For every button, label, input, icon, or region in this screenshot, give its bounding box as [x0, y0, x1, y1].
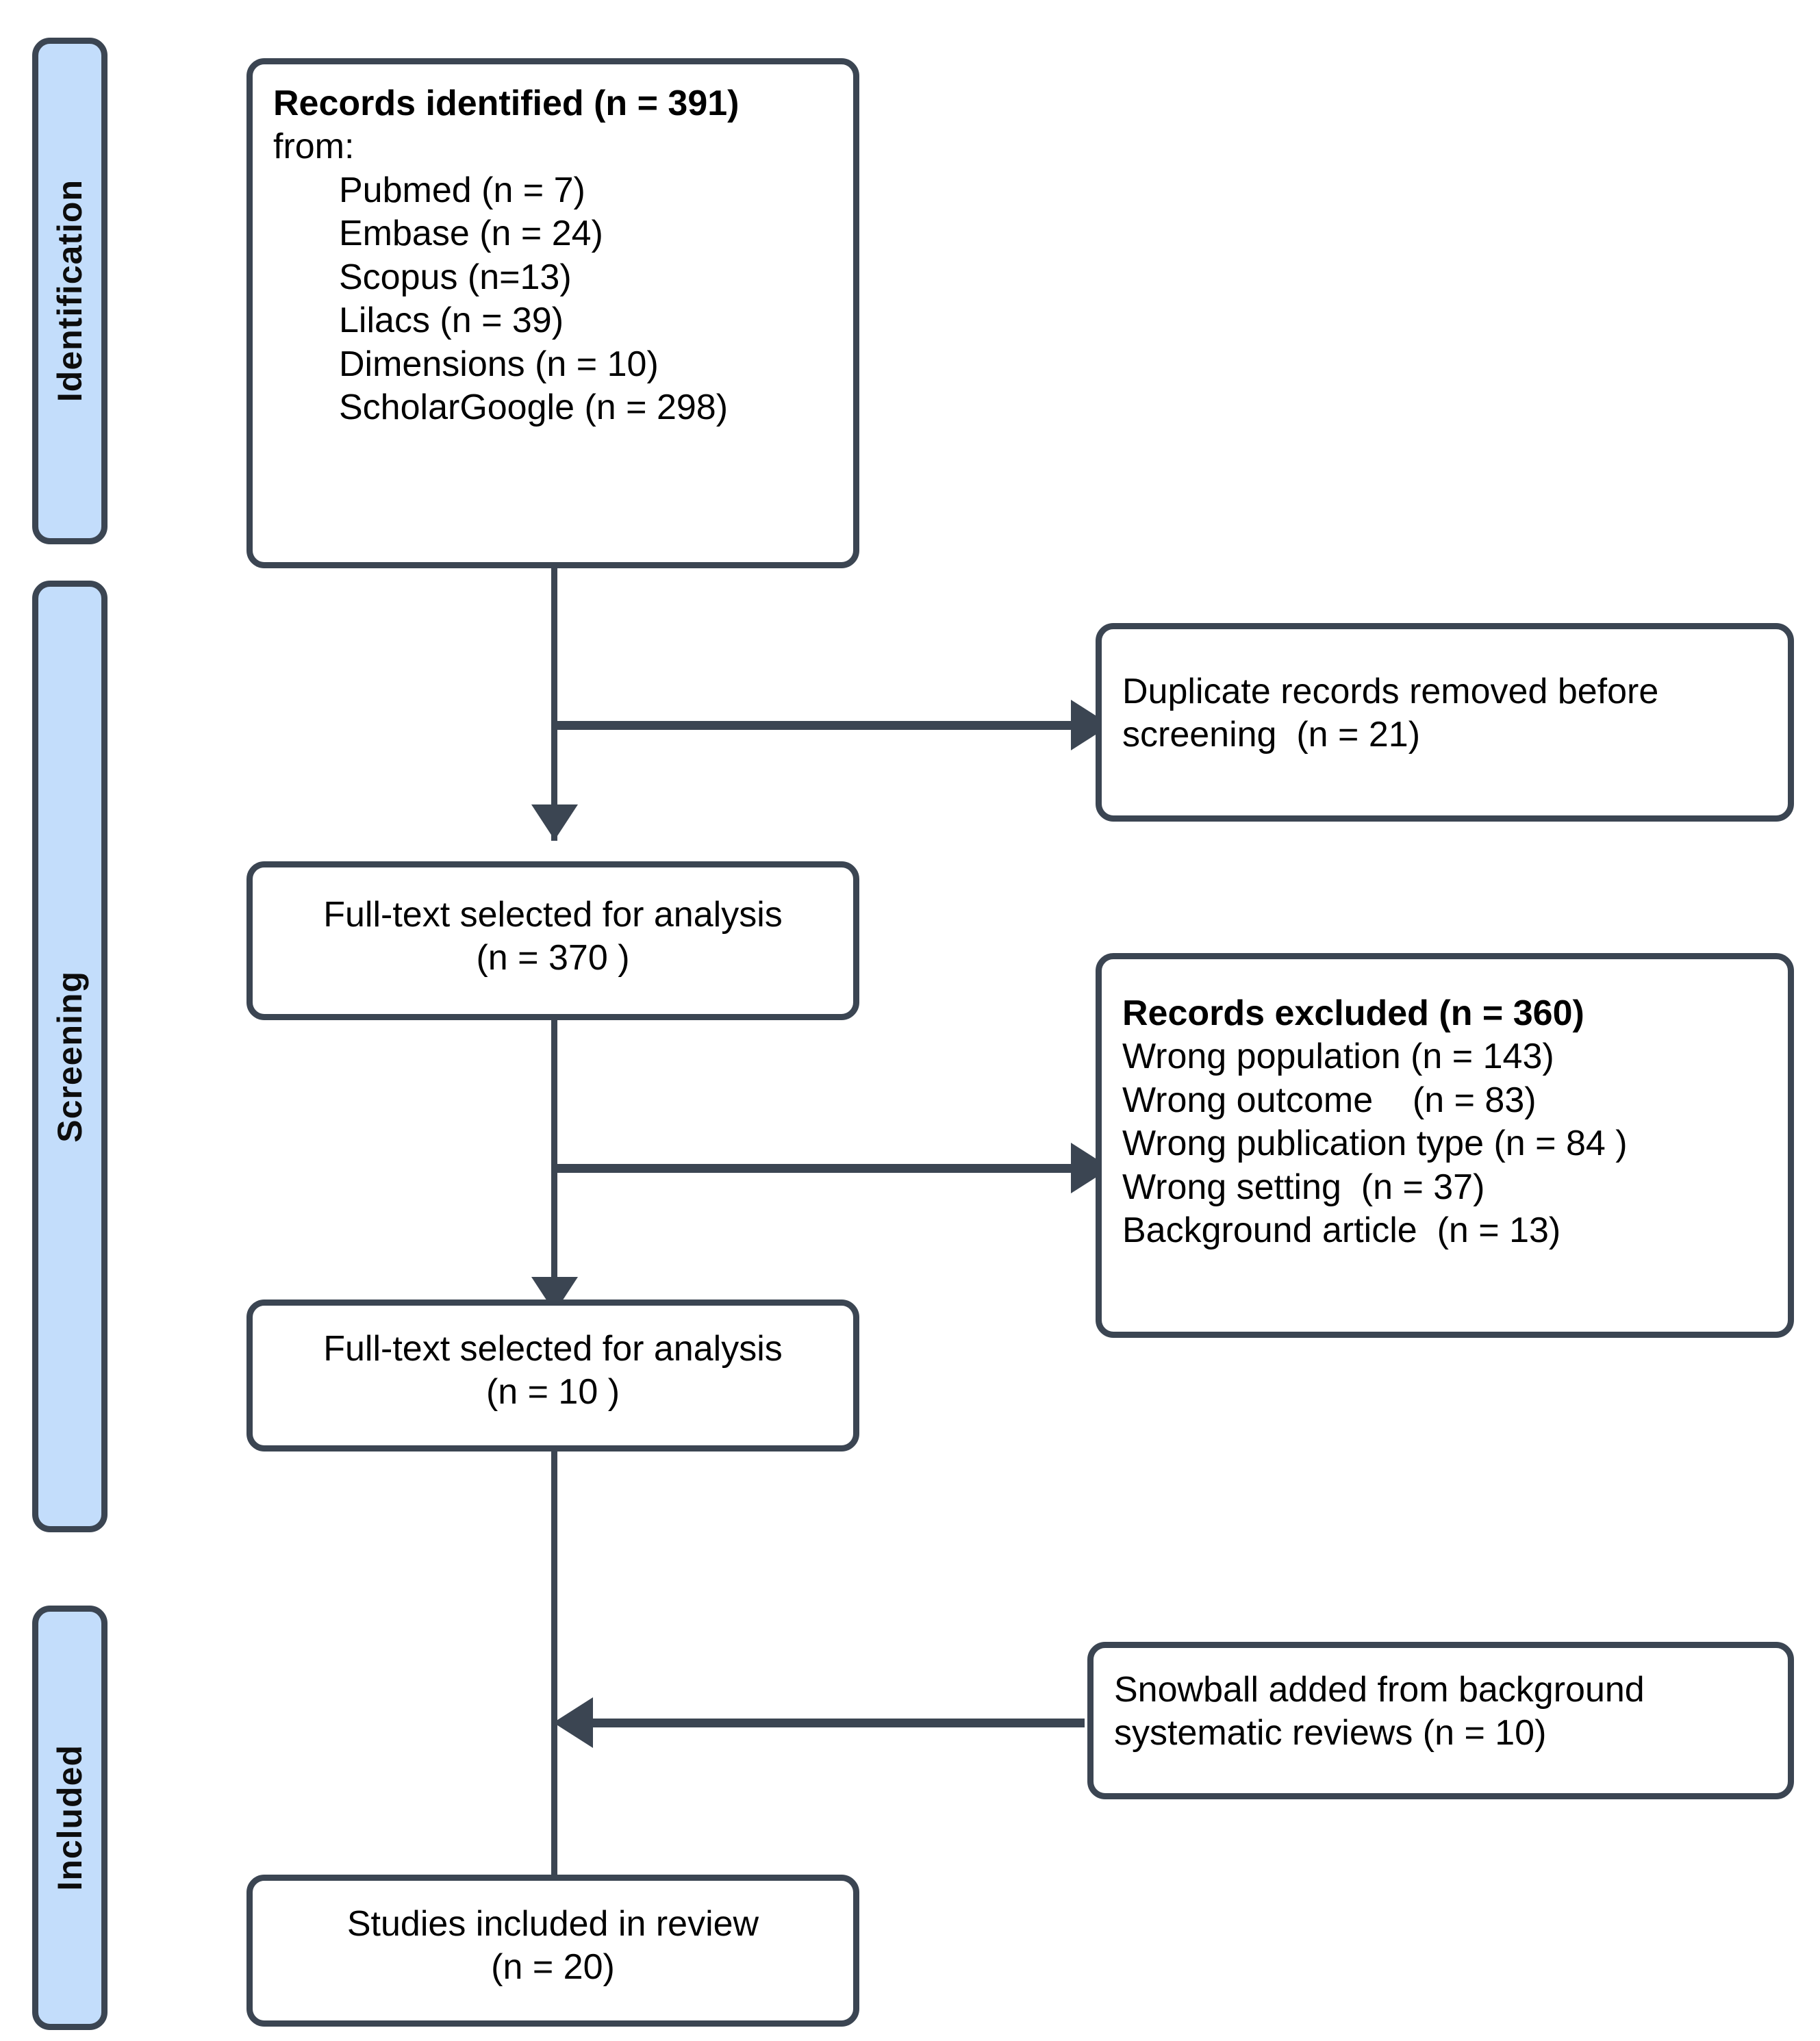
arrowhead-into-spine-from-snowball — [553, 1697, 593, 1748]
arrowhead-into-fulltext370 — [531, 804, 578, 840]
box-records-identified: Records identified (n = 391) from: Pubme… — [247, 58, 859, 568]
connector-fulltext10-to-studies — [551, 1450, 557, 1916]
line-fulltext-10-count: (n = 10 ) — [485, 1372, 620, 1412]
box-records-excluded: Records excluded (n = 360) Wrong populat… — [1096, 953, 1794, 1338]
line-excluded-wrong-pubtype: Wrong publication type (n = 84 ) — [1122, 1124, 1628, 1164]
stage-bar-screening: Screening — [32, 581, 108, 1532]
line-source-pubmed: Pubmed (n = 7) — [339, 170, 585, 210]
line-excluded-wrong-setting: Wrong setting (n = 37) — [1122, 1167, 1485, 1207]
box-fulltext-10-text: Full-text selected for analysis (n = 10 … — [253, 1306, 853, 1432]
line-records-identified-total: Records identified (n = 391) — [273, 84, 740, 123]
box-snowball-added-text: Snowball added from background systemati… — [1094, 1648, 1788, 1773]
line-studies-included-title: Studies included in review — [346, 1904, 759, 1944]
line-studies-included-count: (n = 20) — [491, 1947, 615, 1988]
box-studies-included: Studies included in review (n = 20) — [247, 1875, 859, 2027]
box-fulltext-selected-10: Full-text selected for analysis (n = 10 … — [247, 1300, 859, 1451]
line-records-identified-from: from: — [273, 127, 355, 167]
connector-identified-to-fulltext370 — [551, 567, 557, 841]
line-source-dimensions: Dimensions (n = 10) — [339, 344, 659, 384]
box-records-identified-text: Records identified (n = 391) from: Pubme… — [253, 64, 853, 448]
box-duplicates-removed: Duplicate records removed before screeni… — [1096, 623, 1794, 822]
box-records-excluded-text: Records excluded (n = 360) Wrong populat… — [1102, 959, 1788, 1271]
line-source-scopus: Scopus (n=13) — [339, 257, 572, 297]
line-snowball-2: systematic reviews (n = 10) — [1114, 1713, 1547, 1753]
connector-branch-to-excluded — [551, 1164, 1082, 1173]
stage-bar-identification: Identification — [32, 38, 108, 544]
line-excluded-background-article: Background article (n = 13) — [1122, 1210, 1561, 1251]
box-studies-included-text: Studies included in review (n = 20) — [253, 1881, 853, 2007]
line-source-scholargoogle: ScholarGoogle (n = 298) — [339, 388, 729, 428]
line-source-embase: Embase (n = 24) — [339, 214, 603, 254]
line-excluded-wrong-population: Wrong population (n = 143) — [1122, 1037, 1554, 1077]
line-snowball-1: Snowball added from background — [1114, 1670, 1645, 1710]
stage-label-identification: Identification — [51, 179, 89, 403]
line-fulltext-10-title: Full-text selected for analysis — [323, 1329, 783, 1369]
line-source-lilacs: Lilacs (n = 39) — [339, 301, 564, 341]
line-fulltext-370-title: Full-text selected for analysis — [323, 895, 783, 935]
box-duplicates-removed-text: Duplicate records removed before screeni… — [1102, 629, 1788, 775]
line-excluded-wrong-outcome: Wrong outcome (n = 83) — [1122, 1080, 1537, 1120]
stage-bar-included: Included — [32, 1606, 108, 2030]
box-fulltext-370-text: Full-text selected for analysis (n = 370… — [253, 867, 853, 998]
line-excluded-total: Records excluded (n = 360) — [1122, 993, 1584, 1033]
line-fulltext-370-count: (n = 370 ) — [476, 938, 630, 978]
connector-branch-to-duplicates — [551, 721, 1082, 730]
line-duplicates-1: Duplicate records removed before — [1122, 672, 1659, 711]
connector-snowball-to-spine — [593, 1719, 1085, 1727]
stage-label-included: Included — [51, 1745, 89, 1891]
box-snowball-added: Snowball added from background systemati… — [1087, 1642, 1794, 1799]
line-duplicates-2: screening (n = 21) — [1122, 715, 1421, 755]
box-fulltext-selected-370: Full-text selected for analysis (n = 370… — [247, 861, 859, 1020]
stage-label-screening: Screening — [51, 970, 89, 1143]
